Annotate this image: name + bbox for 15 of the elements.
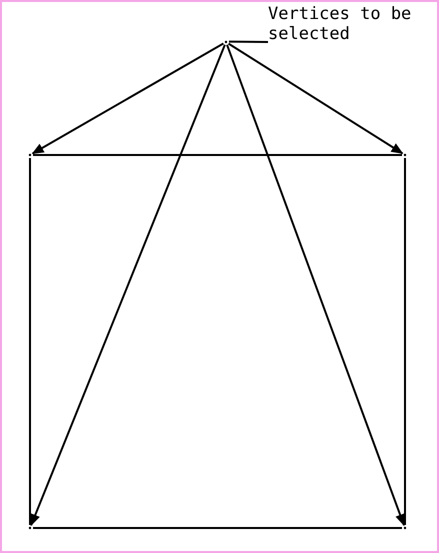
edge-line xyxy=(29,158,31,525)
arrow xyxy=(30,44,226,526)
callout-label: Vertices to be selected xyxy=(268,4,428,46)
vertex-point xyxy=(404,526,406,530)
leader-line xyxy=(228,40,268,43)
vertex-point xyxy=(404,154,406,156)
arrow xyxy=(228,42,404,154)
arrow xyxy=(32,42,224,154)
vertex-point xyxy=(224,40,228,44)
edge-line xyxy=(33,527,402,529)
edge-line xyxy=(404,158,406,525)
vertex-point xyxy=(28,154,32,156)
edge-line xyxy=(33,154,402,156)
vertex-point xyxy=(28,526,32,530)
arrow xyxy=(226,44,405,526)
